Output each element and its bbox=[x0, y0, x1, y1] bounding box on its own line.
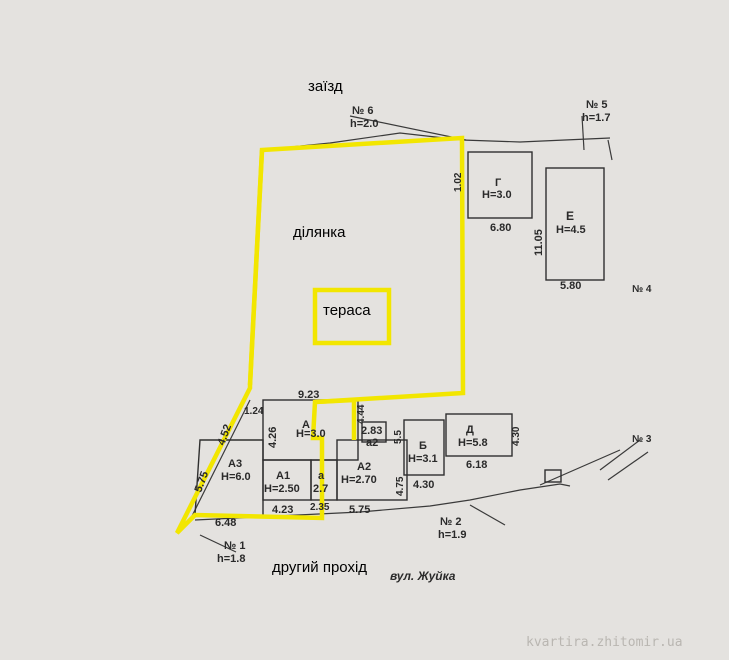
building-a-letter: А bbox=[302, 419, 310, 431]
dim-5-75-south: 5.75 bbox=[349, 504, 370, 516]
terrace-outline bbox=[312, 287, 392, 346]
boundary-west-lower bbox=[189, 399, 251, 521]
watermark: kvartira.zhitomir.ua bbox=[526, 635, 683, 650]
building-a3-height: H=6.0 bbox=[221, 471, 251, 483]
annotation-entry: заїзд bbox=[308, 78, 343, 95]
point-5-number: № 5 bbox=[586, 99, 607, 111]
street-label: вул. Жуйка bbox=[390, 569, 456, 583]
boundary-north-east bbox=[461, 137, 611, 143]
building-g-outline bbox=[467, 151, 533, 219]
building-labels: Г H=3.0 6.80 Е H=4.5 5.80 11.05 А H=3.0 … bbox=[221, 177, 586, 495]
building-e-letter: Е bbox=[566, 209, 574, 223]
point-4-number: № 4 bbox=[632, 284, 652, 295]
leader-p2 bbox=[469, 504, 506, 526]
annotation-second-passage: другий прохід bbox=[272, 559, 367, 576]
boundary-south bbox=[359, 483, 571, 513]
survey-points: № 6 h=2.0 № 5 h=1.7 № 4 № 3 № 2 h=1.9 № … bbox=[217, 99, 652, 565]
building-a2-letter: А2 bbox=[357, 461, 371, 473]
annotation-terrace: тераса bbox=[323, 302, 371, 319]
point-6-number: № 6 bbox=[352, 105, 373, 117]
building-a-small-height: 2.7 bbox=[313, 483, 328, 495]
dim-4-75: 4.75 bbox=[395, 476, 406, 496]
building-g-letter: Г bbox=[495, 177, 502, 189]
leader-p3 bbox=[539, 449, 621, 486]
dim-1-24: 1.24 bbox=[244, 406, 264, 417]
dim-9-23: 9.23 bbox=[298, 389, 319, 401]
dim-4-30-d: 4.30 bbox=[511, 426, 522, 446]
annotations: заїзд ділянка тераса другий прохід bbox=[272, 78, 371, 576]
dim-5-5: 5.5 bbox=[393, 430, 404, 444]
dim-4-23: 4.23 bbox=[272, 504, 293, 516]
dimension-labels: 9.23 1.24 4.44 4.52 4.26 2.83 5.5 5.75 6… bbox=[193, 172, 522, 529]
point-2-number: № 2 bbox=[440, 516, 461, 528]
building-a3-letter: А3 bbox=[228, 458, 242, 470]
plot-west-edge bbox=[247, 149, 265, 386]
point-3-number: № 3 bbox=[632, 434, 652, 445]
leader-p1 bbox=[199, 534, 237, 553]
building-a2-height: H=2.70 bbox=[341, 474, 377, 486]
building-b-outline bbox=[403, 419, 445, 476]
building-d-outline bbox=[445, 413, 513, 457]
plot-outline bbox=[174, 135, 466, 535]
dim-2-35: 2.35 bbox=[310, 502, 330, 513]
point-2-height: h=1.9 bbox=[438, 529, 466, 541]
boundary-tick bbox=[607, 139, 613, 161]
building-g-dimension: 6.80 bbox=[490, 222, 511, 234]
building-b-height: H=3.1 bbox=[408, 453, 438, 465]
point-1-height: h=1.8 bbox=[217, 553, 245, 565]
leader-p6 bbox=[349, 115, 467, 141]
dim-4-26: 4.26 bbox=[267, 427, 279, 448]
terrace-notch bbox=[314, 397, 357, 440]
building-a2-small-outline bbox=[361, 421, 387, 443]
point-1-number: № 1 bbox=[224, 540, 245, 552]
hatch-2 bbox=[607, 451, 649, 481]
dim-4-44: 4.44 bbox=[356, 404, 367, 424]
building-a1-letter: А1 bbox=[276, 470, 290, 482]
buildings bbox=[194, 151, 605, 516]
leader-p5 bbox=[581, 115, 585, 151]
point-5-height: h=1.7 bbox=[582, 112, 610, 124]
dim-2-83: 2.83 bbox=[361, 425, 382, 437]
building-a-height: H=3.0 bbox=[296, 428, 326, 440]
building-d-height: H=5.8 bbox=[458, 437, 488, 449]
dim-6-48: 6.48 bbox=[215, 517, 236, 529]
dim-4-30-b: 4.30 bbox=[413, 479, 434, 491]
building-a-small-letter: а bbox=[318, 470, 325, 482]
dim-1-02: 1.02 bbox=[453, 172, 464, 192]
building-a2-small-letter: а2 bbox=[366, 437, 378, 449]
annotation-plot: ділянка bbox=[293, 224, 346, 241]
building-a1-height: H=2.50 bbox=[264, 483, 300, 495]
building-e-height: H=4.5 bbox=[556, 224, 586, 236]
boundary-lines bbox=[189, 115, 649, 553]
dim-6-18: 6.18 bbox=[466, 459, 487, 471]
building-a2-outline bbox=[336, 439, 408, 501]
building-e-dim-side: 11.05 bbox=[533, 229, 545, 256]
building-e-dim-bottom: 5.80 bbox=[560, 280, 581, 292]
building-e-outline bbox=[545, 167, 605, 281]
building-g-height: H=3.0 bbox=[482, 189, 512, 201]
utility-box bbox=[544, 469, 562, 483]
point-6-height: h=2.0 bbox=[350, 118, 378, 130]
building-d-letter: Д bbox=[466, 424, 474, 436]
building-b-letter: Б bbox=[419, 440, 427, 452]
highlight-outlines bbox=[174, 135, 466, 535]
hatch-1 bbox=[599, 439, 641, 471]
